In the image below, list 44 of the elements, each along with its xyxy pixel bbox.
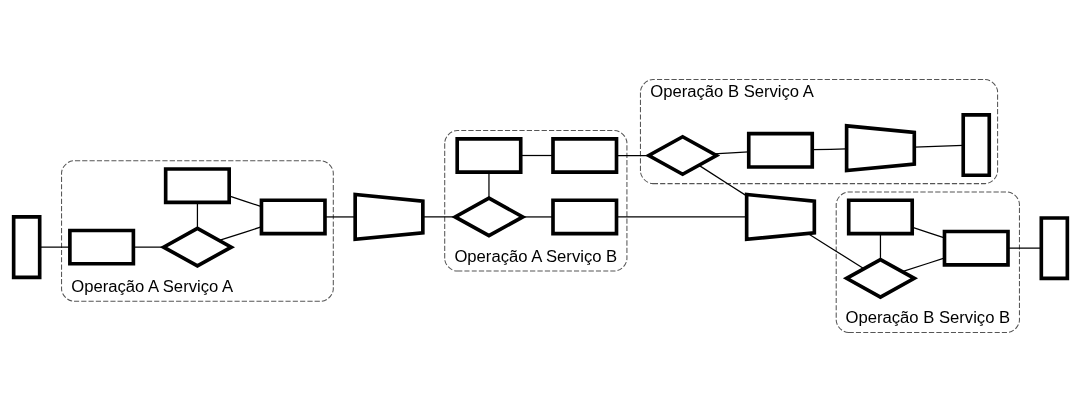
connector	[39, 246, 71, 248]
connector	[698, 164, 748, 197]
node-diamond	[451, 196, 527, 238]
connector	[196, 201, 199, 229]
connector	[807, 233, 865, 270]
node-trapezoid	[353, 192, 425, 242]
node-diamond	[159, 226, 235, 268]
connector	[522, 216, 554, 218]
cluster: Operação B Serviço A	[639, 78, 999, 185]
node-trapezoid	[844, 123, 917, 173]
connector	[713, 151, 750, 155]
node-box	[746, 131, 815, 169]
connector	[616, 216, 748, 218]
connector	[616, 154, 650, 157]
connector	[901, 257, 945, 273]
connector	[324, 216, 356, 218]
connector	[811, 148, 847, 151]
node-trapezoid	[744, 192, 817, 242]
connector	[488, 171, 490, 199]
node-box	[551, 137, 619, 174]
node-diamond	[842, 257, 919, 300]
cluster: Operação B Serviço B	[835, 191, 1020, 334]
node-box	[11, 215, 42, 280]
cluster: Operação A Serviço B	[444, 130, 628, 272]
node-box	[551, 198, 619, 236]
connector	[879, 233, 882, 260]
connector	[913, 144, 964, 148]
connector	[1007, 247, 1042, 249]
node-box	[961, 113, 992, 178]
node-box	[1039, 216, 1070, 281]
connector	[229, 195, 263, 208]
connector	[133, 246, 164, 248]
connector	[218, 226, 262, 242]
connector	[520, 154, 554, 157]
node-box	[259, 198, 327, 236]
node-box	[163, 167, 231, 205]
node-box	[68, 228, 136, 266]
cluster: Operação A Serviço A	[61, 160, 334, 302]
node-box	[455, 137, 523, 174]
node-diamond	[645, 134, 721, 177]
connector	[912, 226, 946, 239]
node-box	[942, 229, 1010, 267]
node-box	[846, 198, 915, 236]
connector	[422, 216, 456, 218]
